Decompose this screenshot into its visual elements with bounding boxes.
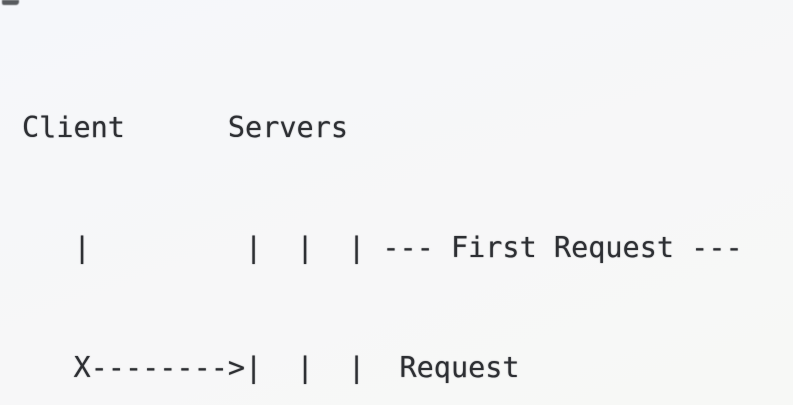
diagram-line-phase-first-request: | | | | --- First Request --- [22,231,743,264]
paxos-sequence-diagram: Client Servers | | | | --- First Request… [22,28,743,405]
video-artifact-smudge [2,0,19,5]
diagram-line-request: X-------->| | | Request [22,351,520,384]
diagram-line-actors-header: Client Servers [22,111,349,144]
